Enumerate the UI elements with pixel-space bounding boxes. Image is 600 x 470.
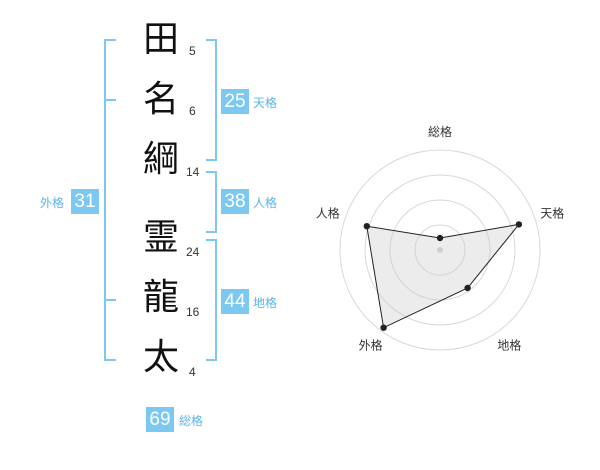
name-char-6: 太 bbox=[143, 337, 180, 378]
tenkaku-bracket bbox=[206, 39, 217, 161]
stroke-count-3: 14 bbox=[186, 165, 200, 179]
chikaku-bracket bbox=[206, 239, 217, 361]
radar-axis-label-4: 外格 bbox=[359, 338, 383, 353]
tenkaku-label: 天格 bbox=[253, 96, 278, 110]
radar-point-1 bbox=[436, 234, 444, 242]
radar-point-4 bbox=[380, 324, 387, 331]
jinkaku-value: 38 bbox=[221, 189, 249, 214]
name-char-3: 綱 bbox=[143, 139, 180, 180]
soukaku-value: 69 bbox=[146, 407, 174, 432]
stroke-count-6: 4 bbox=[189, 365, 196, 379]
radar-series-polygon bbox=[366, 223, 521, 329]
jinkaku-label: 人格 bbox=[253, 196, 278, 210]
gaikaku-bracket bbox=[104, 39, 116, 361]
stroke-count-5: 16 bbox=[186, 305, 200, 319]
gaikaku-label: 外格 bbox=[40, 196, 65, 210]
radar-point-2 bbox=[515, 221, 523, 228]
chikaku-label: 地格 bbox=[253, 296, 278, 310]
radar-axis-label-2: 天格 bbox=[540, 206, 564, 221]
radar-ring-4 bbox=[339, 149, 541, 351]
radar-ring-1 bbox=[414, 224, 466, 276]
radar-point-5 bbox=[363, 223, 370, 230]
radar-ring-2 bbox=[389, 199, 491, 301]
radar-point-3 bbox=[464, 284, 471, 292]
tenkaku-value: 25 bbox=[221, 89, 249, 114]
radar-ring-3 bbox=[364, 174, 516, 326]
stroke-count-4: 24 bbox=[186, 245, 200, 259]
name-char-2: 名 bbox=[143, 79, 180, 120]
soukaku-label: 総格 bbox=[179, 414, 204, 428]
radar-axis-label-5: 人格 bbox=[316, 206, 340, 221]
name-char-5: 龍 bbox=[143, 277, 180, 318]
name-char-4: 霊 bbox=[143, 217, 180, 258]
radar-axis-label-3: 地格 bbox=[497, 338, 521, 353]
gaikaku-value: 31 bbox=[71, 189, 99, 214]
radar-center-dot bbox=[437, 247, 443, 253]
stroke-count-2: 6 bbox=[189, 104, 196, 118]
chikaku-value: 44 bbox=[221, 289, 249, 314]
radar-axis-label-1: 総格 bbox=[428, 124, 452, 139]
jinkaku-bracket bbox=[206, 171, 217, 233]
stroke-count-1: 5 bbox=[189, 44, 196, 58]
name-char-1: 田 bbox=[143, 19, 180, 60]
